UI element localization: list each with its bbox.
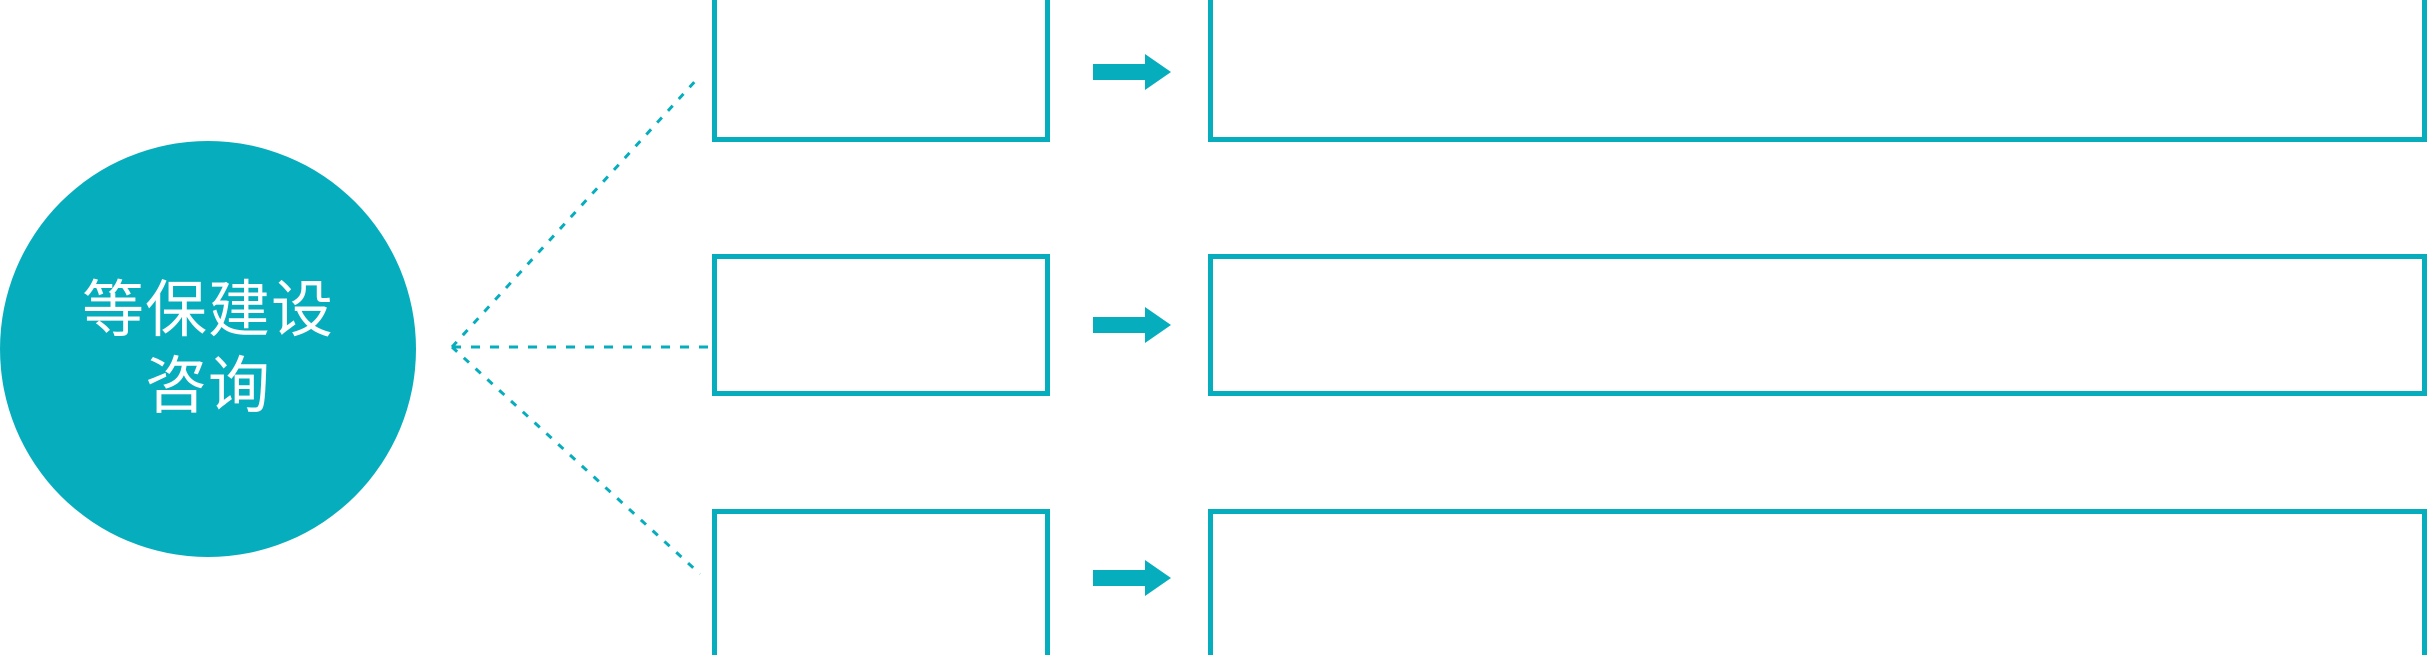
category-box-1-label [717,0,1045,27]
hub-label-line-2: 咨询 [144,352,271,421]
hub-circle-node[interactable]: 等保建设 咨询 [0,141,416,557]
category-box-3[interactable] [712,509,1050,655]
category-box-2-label [717,259,1045,287]
detail-box-3[interactable] [1208,509,2427,655]
detail-box-2-label [1213,259,2422,287]
detail-box-2[interactable] [1208,254,2427,396]
category-box-1[interactable] [712,0,1050,142]
arrow-right-icon [1093,307,1171,343]
category-box-2[interactable] [712,254,1050,396]
connector-line-top [450,76,700,349]
detail-box-3-label [1213,514,2422,542]
arrow-right-icon [1093,560,1171,596]
hub-label-line-1: 等保建设 [81,276,334,346]
arrow-right-icon [1093,54,1171,90]
detail-box-1-label [1213,0,2422,27]
category-box-3-label [717,514,1045,542]
detail-box-1[interactable] [1208,0,2427,142]
connector-line-bottom [450,345,702,576]
